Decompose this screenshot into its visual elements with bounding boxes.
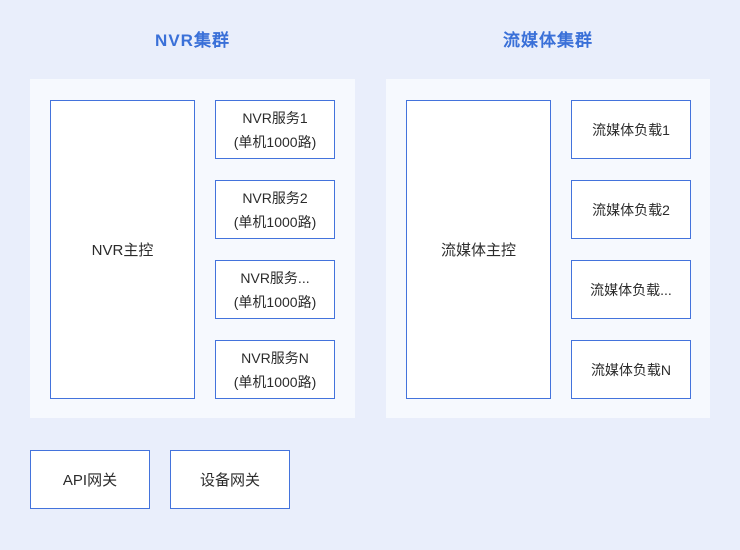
nvr-service-capacity: (单机1000路) bbox=[233, 373, 317, 390]
media-load-label: 流媒体负载... bbox=[590, 281, 672, 298]
api-gateway-label: API网关 bbox=[62, 472, 118, 489]
nvr-cluster-title: NVR集群 bbox=[155, 31, 230, 50]
media-load-label: 流媒体负载1 bbox=[592, 121, 670, 138]
nvr-service-capacity: (单机1000路) bbox=[233, 133, 317, 150]
api-gateway-box: API网关 bbox=[30, 450, 150, 509]
device-gateway-box: 设备网关 bbox=[170, 450, 290, 509]
nvr-service-box-1: NVR服务1 (单机1000路) bbox=[215, 100, 335, 159]
media-load-box-2: 流媒体负载2 bbox=[571, 180, 691, 239]
nvr-service-name: NVR服务... bbox=[240, 269, 310, 286]
media-cluster-title: 流媒体集群 bbox=[503, 31, 593, 50]
device-gateway-label: 设备网关 bbox=[199, 472, 260, 489]
media-load-label: 流媒体负载N bbox=[590, 361, 672, 378]
nvr-service-box-n: NVR服务N (单机1000路) bbox=[215, 340, 335, 399]
nvr-cluster-panel: NVR主控 NVR服务1 (单机1000路) NVR服务2 (单机1000路) … bbox=[30, 79, 355, 418]
nvr-service-name: NVR服务1 bbox=[242, 109, 308, 126]
media-master-box: 流媒体主控 bbox=[406, 100, 551, 399]
media-load-box-1: 流媒体负载1 bbox=[571, 100, 691, 159]
nvr-service-capacity: (单机1000路) bbox=[233, 213, 317, 230]
media-load-box-n: 流媒体负载N bbox=[571, 340, 691, 399]
nvr-service-box-2: NVR服务2 (单机1000路) bbox=[215, 180, 335, 239]
media-cluster-panel: 流媒体主控 流媒体负载1 流媒体负载2 流媒体负载... 流媒体负载N bbox=[386, 79, 710, 418]
media-load-box-ellipsis: 流媒体负载... bbox=[571, 260, 691, 319]
nvr-master-label: NVR主控 bbox=[91, 242, 154, 259]
media-master-label: 流媒体主控 bbox=[440, 242, 516, 259]
nvr-service-name: NVR服务N bbox=[241, 349, 309, 366]
nvr-service-name: NVR服务2 bbox=[242, 189, 308, 206]
nvr-service-capacity: (单机1000路) bbox=[233, 293, 317, 310]
media-load-label: 流媒体负载2 bbox=[592, 201, 670, 218]
nvr-service-box-ellipsis: NVR服务... (单机1000路) bbox=[215, 260, 335, 319]
nvr-master-box: NVR主控 bbox=[50, 100, 195, 399]
